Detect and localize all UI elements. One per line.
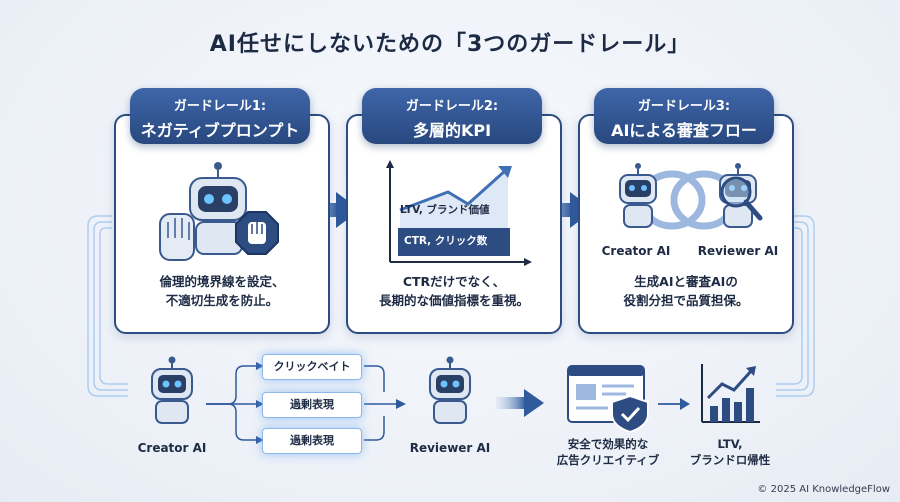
result-label: LTV, ブランドロ帰性 <box>670 436 790 468</box>
card-2-description: CTRだけでなく、 長期的な価値指標を重視。 <box>348 272 560 310</box>
flow-item-exaggeration-2: 過剰表現 <box>262 428 362 454</box>
result-line-1: LTV, <box>717 437 743 451</box>
flow-reviewer-label: Reviewer AI <box>409 441 491 455</box>
flow-arrow-reviewer-to-output <box>496 389 544 417</box>
guardrail-2-title: 多層的KPI <box>412 121 492 140</box>
kpi-chart-icon <box>386 160 532 266</box>
card-2-desc-line-1: CTRだけでなく、 <box>402 274 506 289</box>
guardrail-3-header: ガードレール3: AIによる審査フロー <box>594 88 774 144</box>
safe-creative-line-1: 安全で効果的な <box>567 437 649 451</box>
guardrail-1-header: ガードレール1: ネガティブプロンプト <box>130 88 310 144</box>
guardrail-card-1: 倫理的境界線を設定、 不適切生成を防止。 <box>114 114 330 334</box>
card-1-desc-line-2: 不適切生成を防止。 <box>165 293 279 308</box>
result-line-2: ブランドロ帰性 <box>689 453 771 467</box>
growth-chart-icon <box>701 364 760 423</box>
card-1-desc-line-1: 倫理的境界線を設定、 <box>159 274 285 289</box>
guardrail-1-title: ネガティブプロンプト <box>140 121 300 140</box>
flow-item-exaggeration-1: 過剰表現 <box>262 392 362 418</box>
reviewer-robot-icon <box>429 356 471 424</box>
left-loop-lines <box>87 215 128 397</box>
card-3-desc-line-2: 役割分担で品質担保。 <box>623 293 749 308</box>
guardrail-2-label: ガードレール2: <box>405 99 499 114</box>
chart-upper-label: LTV, ブランド価値 <box>400 204 490 216</box>
page-title: AI任せにしないための「3つのガードレール」 <box>209 32 691 57</box>
card-3-creator-label: Creator AI <box>601 244 671 258</box>
safe-creative-label: 安全で効果的な 広告クリエイティブ <box>536 436 680 468</box>
guardrail-card-3: Creator AI Reviewer AI 生成AIと審査AIの 役割分担で品… <box>578 114 794 334</box>
robot-stop-icon <box>159 162 279 261</box>
creator-reviewer-icon <box>619 163 763 230</box>
flow-arrow-output-to-result <box>658 398 690 410</box>
card-3-description: 生成AIと審査AIの 役割分担で品質担保。 <box>580 272 792 310</box>
guardrail-1-label: ガードレール1: <box>173 99 267 114</box>
card-3-reviewer-label: Reviewer AI <box>697 244 779 258</box>
right-loop-lines <box>776 215 815 397</box>
safe-creative-icon <box>567 365 649 432</box>
creator-robot-icon <box>151 356 193 424</box>
copyright: © 2025 AI KnowledgeFlow <box>757 484 890 495</box>
flow-creator-label: Creator AI <box>137 441 207 455</box>
guardrail-3-title: AIによる審査フロー <box>611 121 757 140</box>
card-1-description: 倫理的境界線を設定、 不適切生成を防止。 <box>116 272 328 310</box>
guardrail-2-header: ガードレール2: 多層的KPI <box>362 88 542 144</box>
card-3-desc-line-1: 生成AIと審査AIの <box>634 274 738 289</box>
flow-item-clickbait: クリックベイト <box>262 354 362 380</box>
branch-lines <box>206 365 396 441</box>
card-2-desc-line-2: 長期的な価値指標を重視。 <box>378 293 529 308</box>
chart-lower-label: CTR, クリック数 <box>404 235 488 247</box>
guardrail-3-label: ガードレール3: <box>637 99 731 114</box>
guardrail-card-2: LTV, ブランド価値 CTR, クリック数 CTRだけでなく、 長期的な価値指… <box>346 114 562 334</box>
safe-creative-line-2: 広告クリエイティブ <box>556 453 660 467</box>
